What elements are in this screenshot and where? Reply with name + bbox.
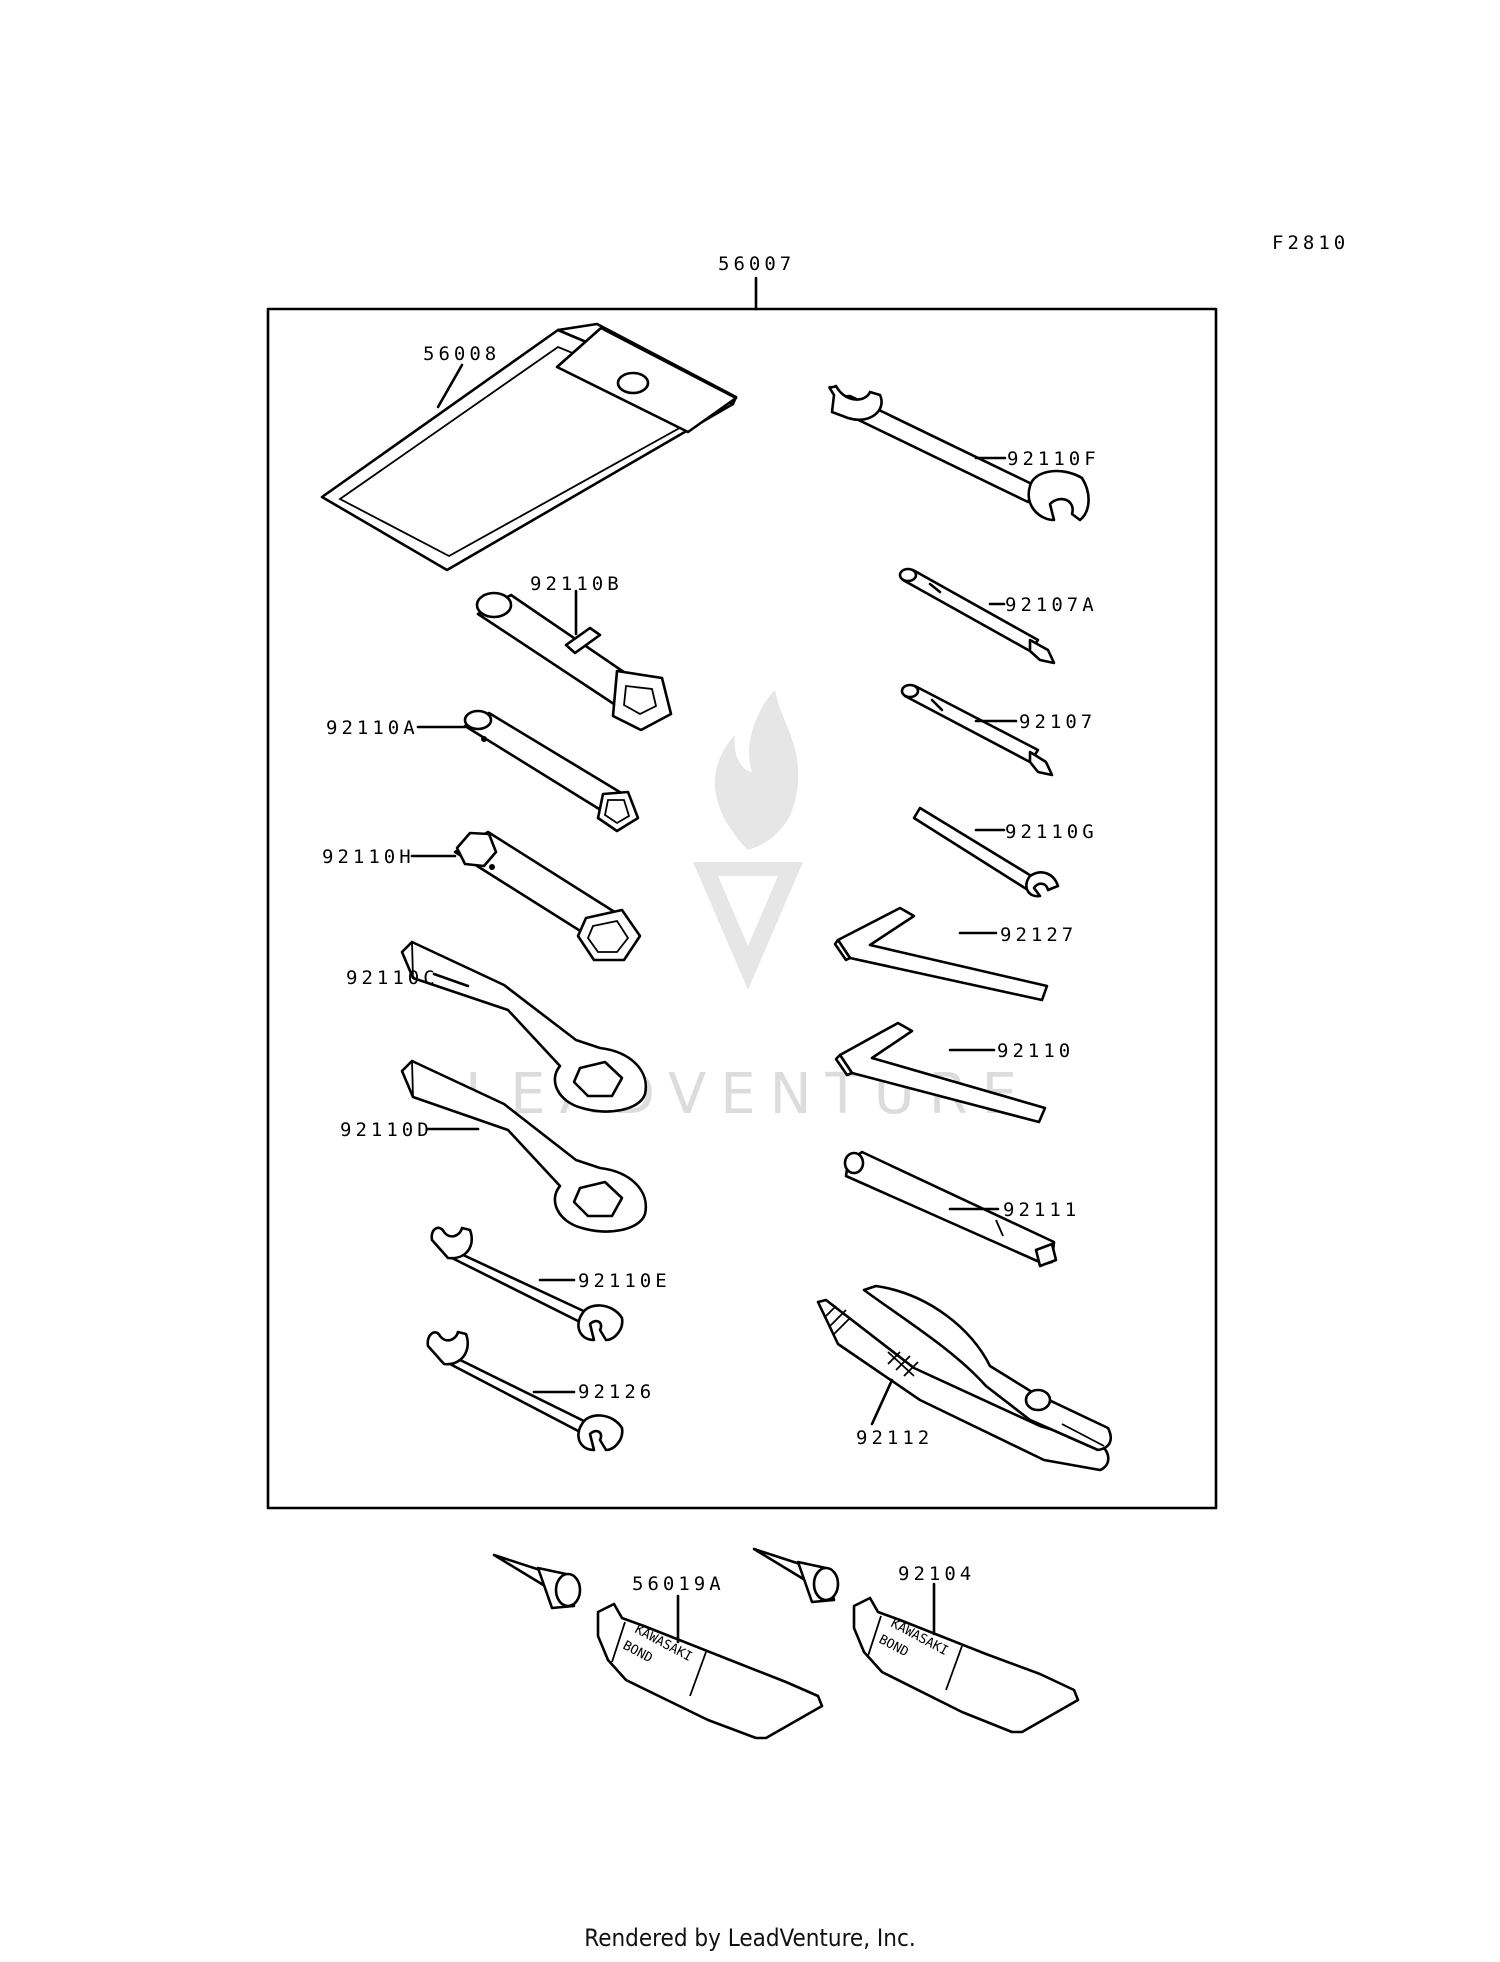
part-number-92110[interactable]: 92110	[997, 1040, 1074, 1062]
part-number-56019A[interactable]: 56019A	[632, 1573, 725, 1595]
part-number-92110B[interactable]: 92110B	[530, 573, 623, 595]
part-number-56007[interactable]: 56007	[718, 253, 795, 275]
part-number-92110E[interactable]: 92110E	[578, 1270, 671, 1292]
watermark-flame-icon	[714, 690, 799, 850]
wrench-92126: 92126	[426, 1330, 655, 1452]
handle-92111: 92111	[843, 1150, 1080, 1268]
part-number-92107[interactable]: 92107	[1019, 711, 1096, 733]
bond-tube-56019A: KAWASAKI BOND 56019A	[492, 1553, 824, 1740]
screwdriver-92107A: 92107A	[898, 567, 1098, 665]
figure-code: F2810	[1272, 232, 1349, 254]
part-number-92110F[interactable]: 92110F	[1007, 448, 1100, 470]
part-number-92112[interactable]: 92112	[856, 1427, 933, 1449]
part-number-92126[interactable]: 92126	[578, 1381, 655, 1403]
watermark-v-logo-icon	[693, 862, 803, 990]
part-number-92110H[interactable]: 92110H	[322, 846, 415, 868]
part-number-92110D[interactable]: 92110D	[340, 1119, 433, 1141]
part-number-92110C[interactable]: 92110C	[346, 967, 439, 989]
screwdriver-92107: 92107	[900, 683, 1096, 777]
box-wrench-92110A: 92110A	[326, 709, 640, 833]
wrench-92110G: 92110G	[912, 806, 1098, 898]
pliers-92112: 92112	[816, 1284, 1112, 1472]
tool-kit-frame	[266, 307, 1218, 1510]
part-number-92107A[interactable]: 92107A	[1005, 594, 1098, 616]
hex-key-92110: 92110	[834, 1021, 1074, 1124]
part-number-92110A[interactable]: 92110A	[326, 717, 419, 739]
part-number-92127[interactable]: 92127	[1000, 924, 1077, 946]
wrench-92110E: 92110E	[430, 1226, 671, 1342]
footer-credit: Rendered by LeadVenture, Inc.	[584, 1924, 916, 1952]
ring-wrench-92110D: 92110D	[340, 1059, 648, 1233]
box-wrench-92110H: 92110H	[322, 830, 642, 962]
tool-kit-56007: 56007	[266, 253, 1218, 1510]
hex-key-92127: 92127	[833, 906, 1077, 1002]
part-number-92110G[interactable]: 92110G	[1005, 821, 1098, 843]
bond-tube-92104: KAWASAKI BOND 92104	[752, 1547, 1080, 1734]
part-number-92111[interactable]: 92111	[1003, 1199, 1080, 1221]
wrench-92110F: 92110F	[828, 384, 1100, 522]
ring-wrench-92110C: 92110C	[346, 940, 648, 1113]
box-wrench-92110B: 92110B	[475, 573, 673, 732]
part-number-92104[interactable]: 92104	[898, 1563, 975, 1585]
tool-bag-56008: 56008	[320, 322, 738, 572]
part-number-56008[interactable]: 56008	[423, 343, 500, 365]
